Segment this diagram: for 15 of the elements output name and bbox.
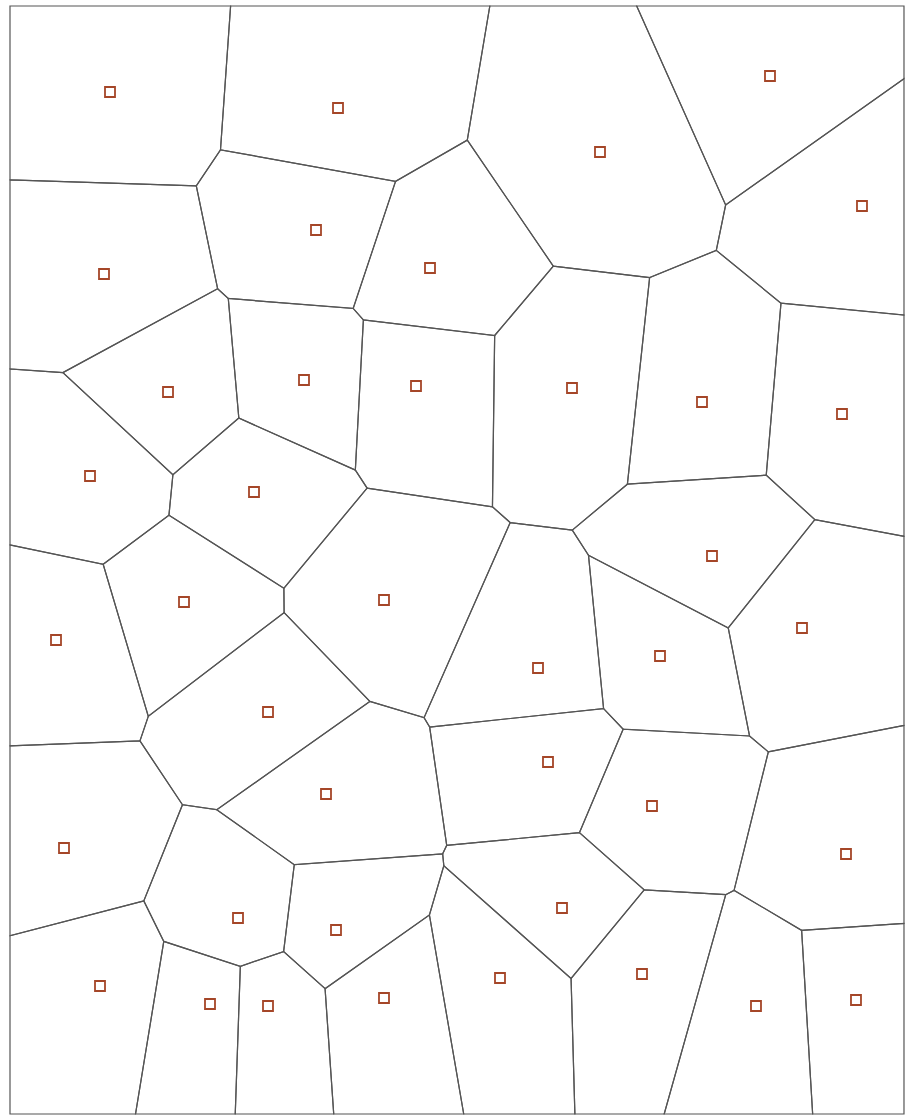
- voronoi-cell: [570, 889, 727, 1115]
- voronoi-cell: [578, 728, 769, 896]
- voronoi-cell: [9, 5, 232, 187]
- voronoi-cell: [801, 922, 905, 1115]
- voronoi-cell: [428, 864, 576, 1115]
- voronoi-cell: [9, 544, 149, 747]
- voronoi-cell: [663, 889, 814, 1115]
- voronoi-cell: [9, 900, 165, 1115]
- voronoi-cell: [9, 740, 184, 937]
- voronoi-cell: [587, 554, 751, 737]
- voronoi-cell: [491, 265, 651, 531]
- voronoi-cell: [765, 302, 905, 538]
- voronoi-cell: [626, 249, 782, 485]
- voronoi-cell: [134, 940, 241, 1115]
- voronoi-cell: [234, 950, 335, 1115]
